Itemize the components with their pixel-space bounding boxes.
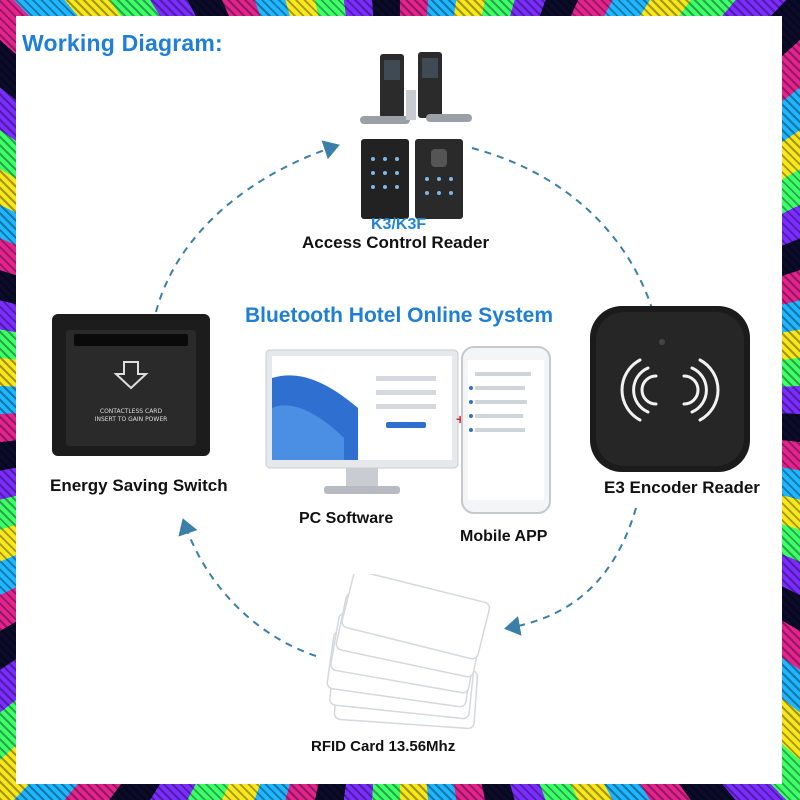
nfc-waves-icon — [620, 358, 720, 422]
down-arrow-icon — [113, 361, 149, 390]
lock-model-label: K3/K3F — [371, 216, 427, 233]
access-control-label: Access Control Reader — [302, 233, 490, 252]
plus-icon: + — [456, 411, 465, 427]
pc-software-label: PC Software — [299, 510, 394, 527]
switch-slot-text-1: CONTACTLESS CARD — [99, 408, 163, 415]
arrow-card-to-switch — [178, 518, 317, 657]
rfid-cards-image — [326, 574, 491, 730]
system-title: Bluetooth Hotel Online System — [244, 304, 554, 327]
diagram-canvas: Working Diagram: K3/K3F — [16, 16, 782, 784]
arrow-encoder-to-card — [504, 507, 637, 636]
door-lock-image — [360, 52, 472, 124]
switch-slot-text-2: INSERT TO GAIN POWER — [94, 416, 168, 423]
arrow-lock-to-encoder — [471, 147, 663, 326]
arrow-switch-to-lock — [155, 140, 340, 313]
encoder-reader-image — [590, 306, 750, 472]
flow-arrows — [155, 140, 663, 657]
encoder-reader-label: E3 Encoder Reader — [604, 478, 760, 497]
rfid-card-label: RFID Card 13.56Mhz — [311, 738, 456, 755]
keypad-reader-image — [361, 139, 463, 219]
pc-monitor-image — [265, 349, 459, 494]
mobile-app-label: Mobile APP — [460, 528, 548, 545]
energy-switch-image — [52, 314, 210, 456]
energy-switch-label: Energy Saving Switch — [50, 476, 228, 495]
page-title: Working Diagram: — [22, 30, 223, 56]
mobile-phone-image — [461, 346, 551, 514]
